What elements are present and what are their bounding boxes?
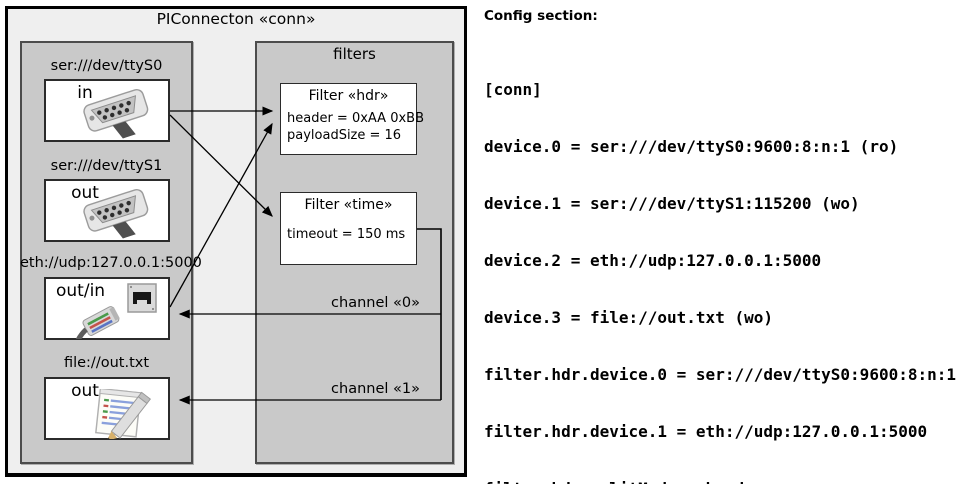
config-line: filter.hdr.splitMode = header	[484, 479, 964, 484]
filter-prop: payloadSize = 16	[287, 128, 402, 143]
config-text-block: [conn] device.0 = ser:///dev/ttyS0:9600:…	[484, 42, 964, 484]
filter-time-box: Filter «time» timeout = 150 ms	[280, 192, 417, 265]
config-line: filter.hdr.device.1 = eth://udp:127.0.0.…	[484, 422, 928, 441]
config-line: filter.hdr.device.0 = ser:///dev/ttyS0:9…	[484, 365, 957, 384]
filter-hdr-box: Filter «hdr» header = 0xAA 0xBB payloadS…	[280, 83, 425, 155]
filter-title: Filter «time»	[304, 197, 393, 213]
device-mode-label: out	[71, 183, 99, 203]
channel-1-label: channel «1»	[331, 381, 420, 397]
config-line: device.1 = ser:///dev/ttyS1:115200 (wo)	[484, 194, 860, 213]
diagram-title: PIConnecton «conn»	[156, 10, 316, 28]
channel-0-label: channel «0»	[331, 295, 420, 311]
device-mode-label: out	[71, 381, 99, 401]
config-section-heading: Config section:	[484, 8, 598, 24]
device-mode-label: in	[77, 83, 93, 103]
device-box-file: out	[44, 377, 170, 440]
filters-panel-label: filters	[333, 45, 376, 63]
device-uri-label: eth://udp:127.0.0.1:5000	[20, 255, 202, 271]
device-box-ttys1: out	[44, 179, 170, 242]
device-mode-label: out/in	[56, 281, 106, 301]
device-uri-label: ser:///dev/ttyS1	[50, 158, 163, 174]
device-uri-label: file://out.txt	[63, 355, 150, 371]
device-uri-label: ser:///dev/ttyS0	[50, 58, 163, 74]
filter-title: Filter «hdr»	[308, 88, 389, 104]
filter-prop: timeout = 150 ms	[287, 227, 406, 242]
config-line: device.3 = file://out.txt (wo)	[484, 308, 773, 327]
config-line: [conn]	[484, 80, 542, 99]
filter-prop: header = 0xAA 0xBB	[287, 111, 425, 126]
config-line: device.0 = ser:///dev/ttyS0:9600:8:n:1 (…	[484, 137, 899, 156]
device-box-eth: out/in	[44, 277, 170, 340]
config-line: device.2 = eth://udp:127.0.0.1:5000	[484, 251, 822, 270]
device-box-ttys0: in	[44, 79, 170, 142]
